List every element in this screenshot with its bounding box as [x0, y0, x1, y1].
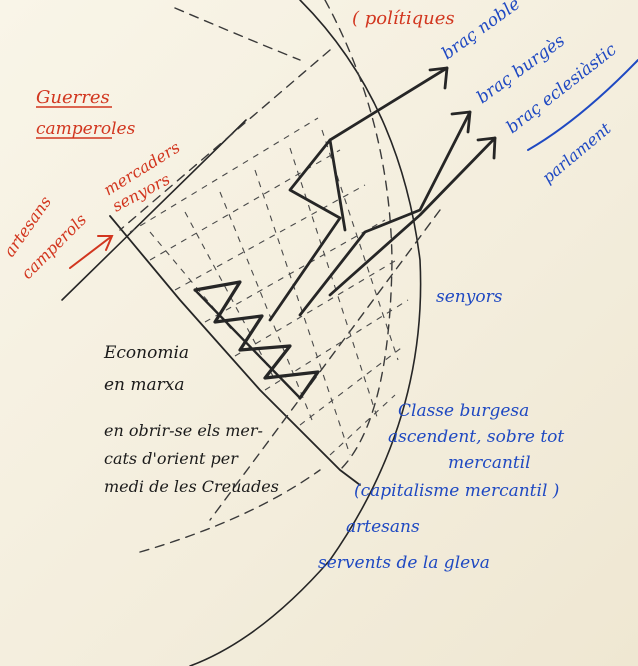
label-economia-2: en marxa [104, 375, 185, 395]
label-classe-3: mercantil [448, 453, 531, 473]
economy-boundary-line [109, 215, 361, 486]
label-parlament: parlament [538, 118, 615, 187]
label-artesans-blue: artesans [346, 517, 420, 537]
label-obrir-1: en obrir-se els mer- [104, 421, 263, 440]
label-obrir-3: medi de les Creuades [104, 477, 279, 496]
label-camperoles: camperoles [36, 119, 136, 139]
label-politiques: ( polítiques [352, 8, 455, 29]
dashed-grid [129, 117, 409, 456]
zigzag-outline [193, 288, 302, 400]
label-classe-2: ascendent, sobre tot [388, 427, 564, 447]
label-economia-1: Economia [103, 343, 189, 363]
dashed-arc-1 [324, 0, 393, 471]
label-classe-4: (capitalisme mercantil ) [354, 481, 559, 501]
dashed-arc-2 [139, 469, 321, 553]
label-senyors-blue: senyors [436, 287, 503, 307]
label-servents: servents de la gleva [318, 553, 490, 573]
left-boundary-line [61, 119, 247, 301]
outer-arc [189, 0, 422, 666]
red-arrow [69, 235, 114, 269]
estate-arrows [268, 66, 497, 322]
zigzag-structure [193, 280, 320, 400]
parlament-bracket [527, 59, 638, 151]
dashed-line-lower [209, 209, 441, 521]
label-guerres: Guerres [36, 87, 110, 108]
dashed-arc-3 [174, 7, 301, 61]
label-obrir-2: cats d'orient per [104, 449, 239, 468]
dashed-line-upper [119, 49, 331, 231]
label-classe-1: Classe burgesa [398, 401, 529, 421]
